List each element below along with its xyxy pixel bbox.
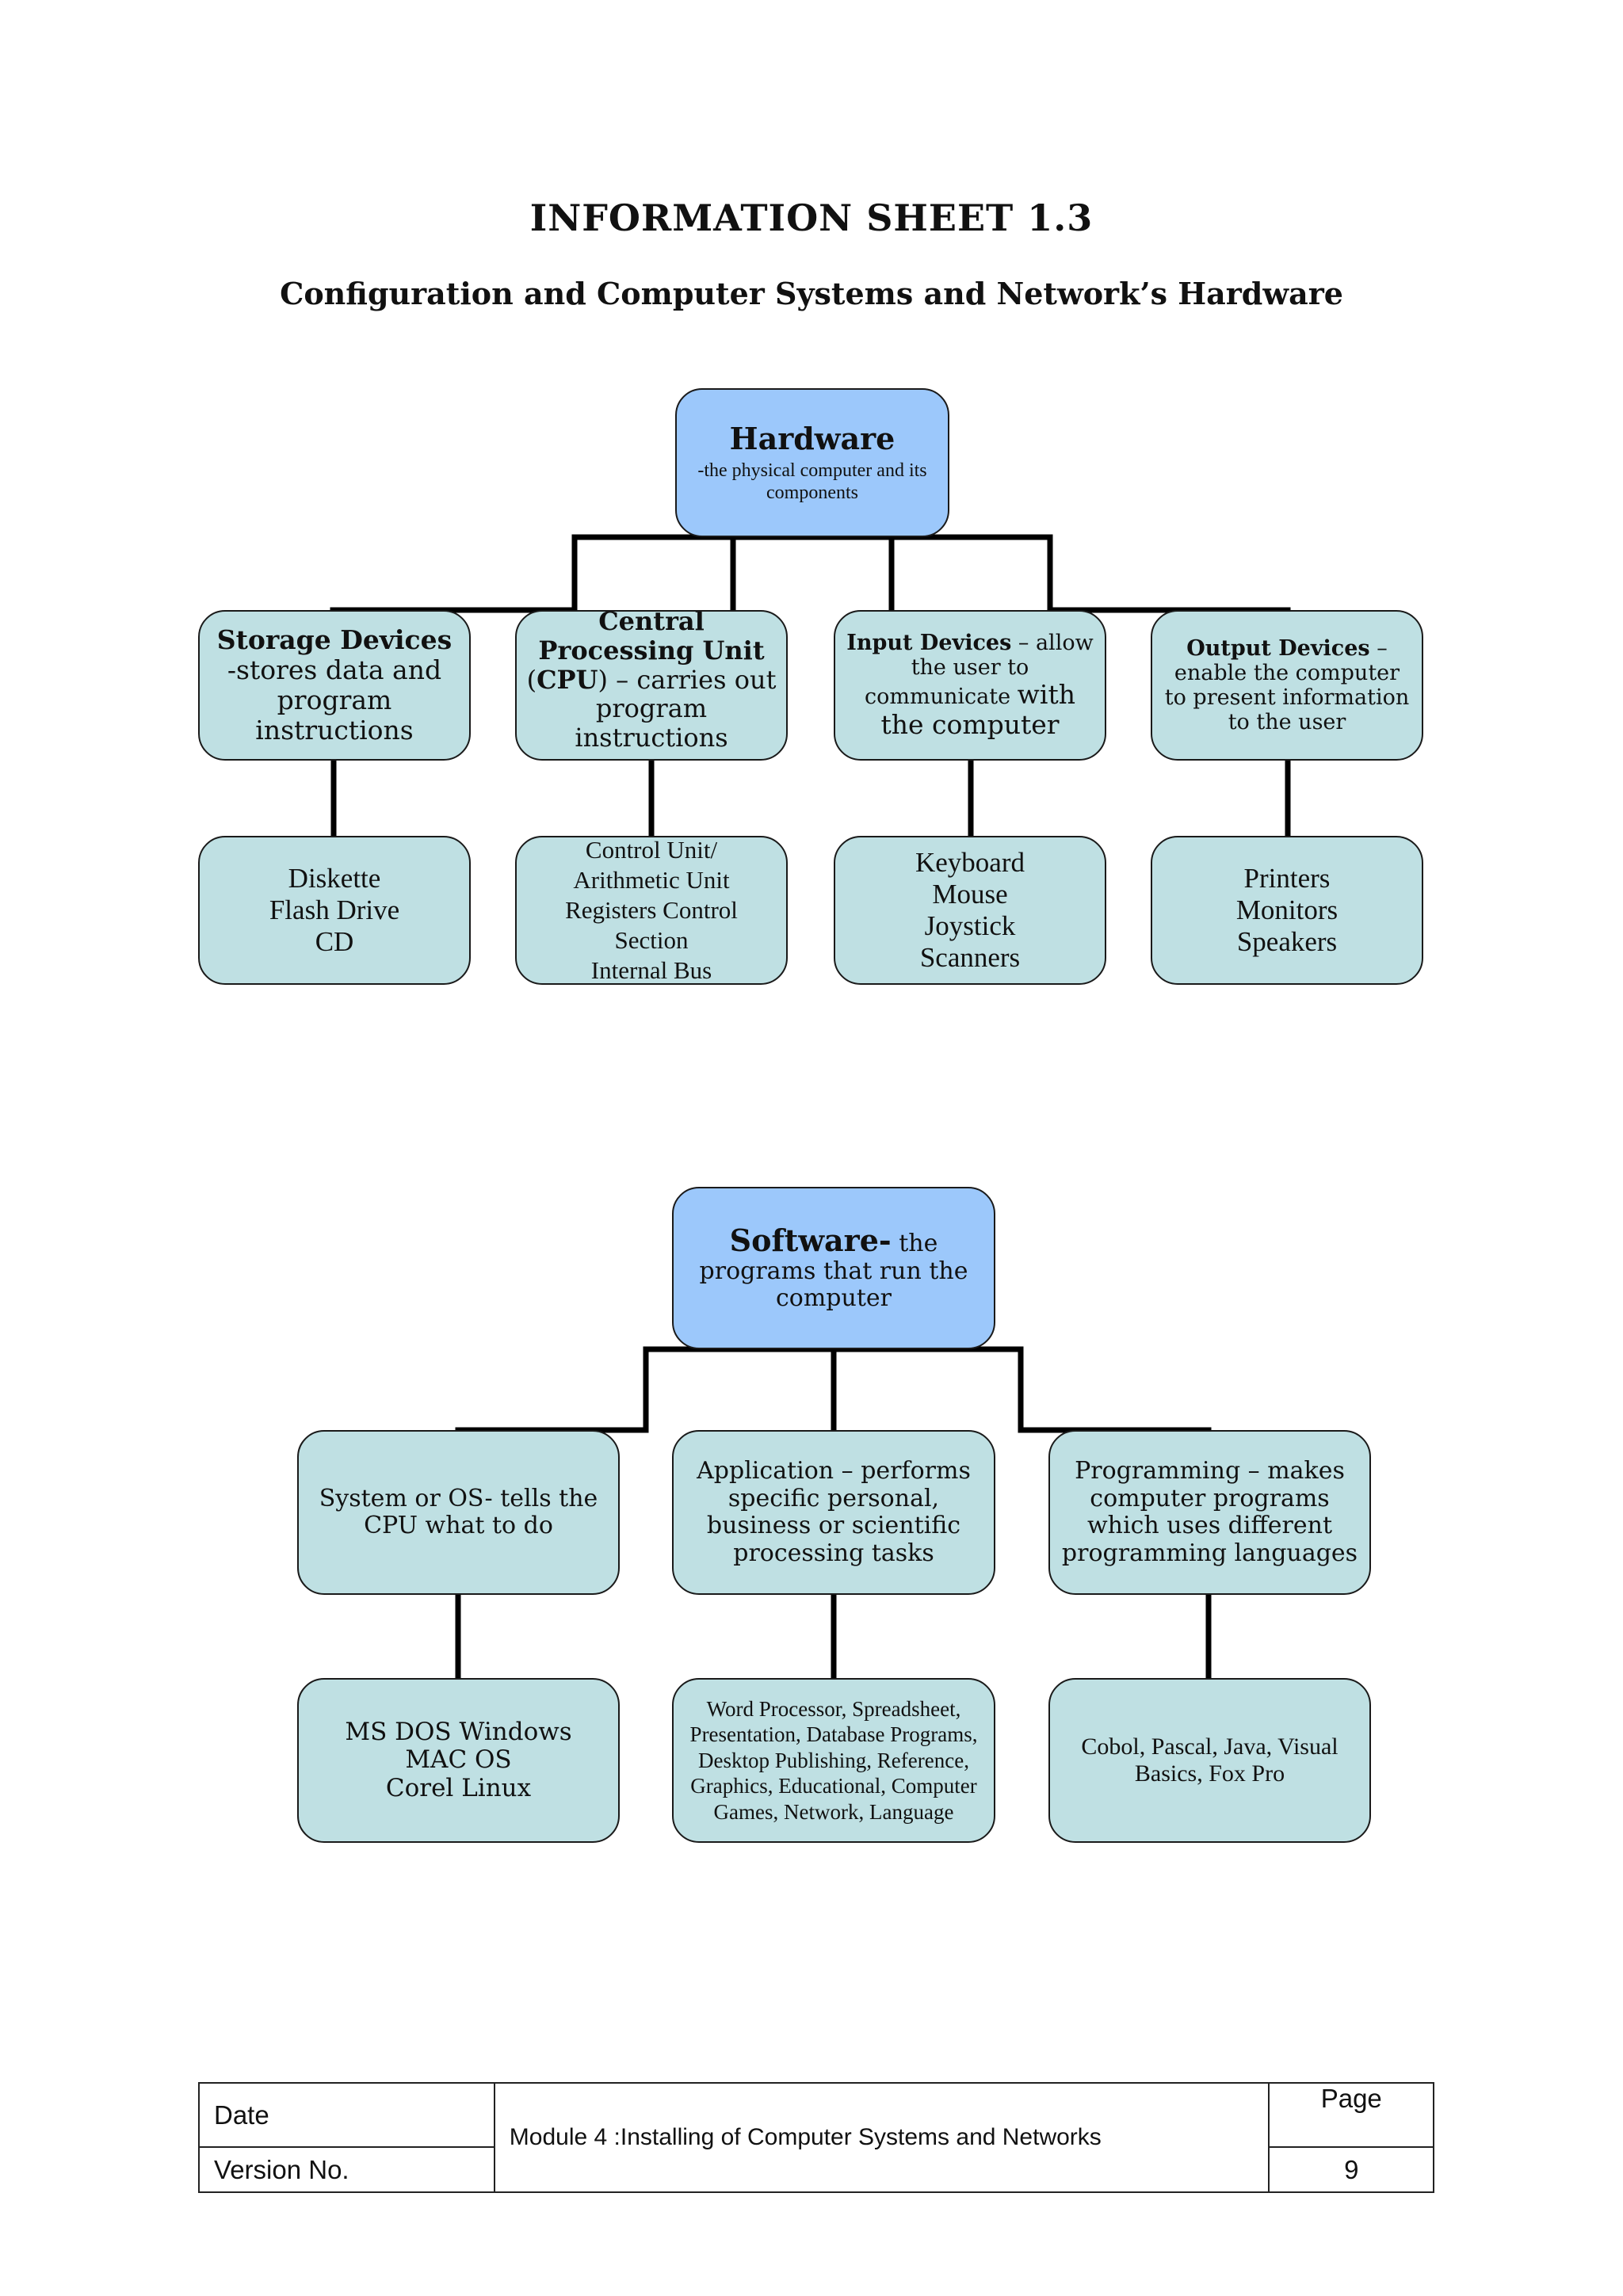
hw-leaf-item: Monitors xyxy=(1235,894,1338,925)
footer-page-number: 9 xyxy=(1268,2146,1434,2193)
hw-leaf-input-examples: Keyboard Mouse Joystick Scanners xyxy=(834,836,1106,985)
hw-leaf-storage-examples: Diskette Flash Drive CD xyxy=(198,836,471,985)
sw-leaf-item: MS DOS Windows xyxy=(345,1717,572,1746)
hw-leaf-item: Diskette xyxy=(288,862,381,894)
sw-category-programming-text: Programming – makes computer programs wh… xyxy=(1061,1457,1358,1567)
hw-leaf-item: Arithmetic Unit xyxy=(573,865,730,894)
sw-leaf-system-examples: MS DOS Windows MAC OS Corel Linux xyxy=(297,1678,620,1843)
hw-leaf-output-examples: Printers Monitors Speakers xyxy=(1151,836,1423,985)
hw-category-input-desc2: with the computer xyxy=(880,679,1075,741)
hw-category-output: Output Devices – enable the computer to … xyxy=(1151,610,1423,761)
hw-category-cpu-abbr: CPU xyxy=(537,664,598,695)
hw-connector-4 xyxy=(1047,534,1291,613)
hw-category-storage-desc: -stores data and program instructions xyxy=(227,654,442,746)
hw-leaf-item: Mouse xyxy=(932,878,1008,910)
hw-leaf-item: Scanners xyxy=(919,942,1021,974)
sw-leaf-item: Corel Linux xyxy=(385,1773,532,1802)
hw-connector-1 xyxy=(330,534,578,613)
hw-leaf-item: Internal Bus xyxy=(590,956,712,985)
software-root-desc: the programs that run the computer xyxy=(699,1230,968,1313)
hw-leaf-item: CD xyxy=(315,926,354,958)
hw-category-input: Input Devices – allow the user to commun… xyxy=(834,610,1106,761)
hw-category-cpu-desc: – carries out program instructions xyxy=(575,664,777,753)
footer-module: Module 4 :Installing of Computer Systems… xyxy=(493,2082,1270,2193)
hw-category-input-title: Input Devices xyxy=(846,631,1012,656)
software-root-node: Software- the programs that run the comp… xyxy=(672,1187,995,1349)
sw-leaf-application-examples: Word Processor, Spreadsheet, Presentatio… xyxy=(672,1678,995,1843)
sw-category-system: System or OS- tells the CPU what to do xyxy=(297,1430,620,1595)
sw-leaf-programming-text: Cobol, Pascal, Java, Visual Basics, Fox … xyxy=(1081,1733,1338,1787)
hw-category-output-desc: – enable the computer to present informa… xyxy=(1164,635,1410,735)
sheet-title: INFORMATION SHEET 1.3 xyxy=(529,196,1094,239)
footer-table: Date Module 4 :Installing of Computer Sy… xyxy=(198,2081,1434,2193)
hw-leaf-item: Control Unit/ xyxy=(585,836,718,864)
hardware-root-title: Hardware xyxy=(729,420,896,456)
hw-category-storage-title: Storage Devices xyxy=(216,624,453,656)
sw-category-programming: Programming – makes computer programs wh… xyxy=(1048,1430,1371,1595)
footer-page-label: Page xyxy=(1268,2081,1434,2149)
sw-leaf-application-text: Word Processor, Spreadsheet, Presentatio… xyxy=(689,1697,978,1824)
hw-category-cpu-title: Central Processing Unit xyxy=(538,610,765,666)
sw-leaf-item: MAC OS xyxy=(405,1745,512,1775)
hw-category-input-desc: – allow the user to communicate xyxy=(865,631,1094,710)
hw-leaf-item: Flash Drive xyxy=(269,894,400,925)
sw-category-system-text: System or OS- tells the CPU what to do xyxy=(319,1484,598,1539)
sw-category-application: Application – performs specific personal… xyxy=(672,1430,995,1595)
hw-category-cpu: Central Processing Unit (CPU) – carries … xyxy=(515,610,788,761)
hw-leaf-item: Section xyxy=(614,926,689,955)
sw-leaf-programming-examples: Cobol, Pascal, Java, Visual Basics, Fox … xyxy=(1048,1678,1371,1843)
hw-leaf-cpu-examples: Control Unit/ Arithmetic Unit Registers … xyxy=(515,836,788,985)
footer-version-label: Version No. xyxy=(198,2146,495,2193)
hw-leaf-item: Keyboard xyxy=(915,846,1025,878)
hw-category-storage: Storage Devices -stores data and program… xyxy=(198,610,471,761)
sw-category-application-text: Application – performs specific personal… xyxy=(697,1457,971,1567)
hardware-root-node: Hardware -the physical computer and its … xyxy=(675,388,949,537)
footer-date-label: Date xyxy=(198,2081,495,2149)
sheet-subtitle: Configuration and Computer Systems and N… xyxy=(280,276,1343,311)
software-root-title: Software- xyxy=(729,1222,892,1259)
hardware-root-desc: -the physical computer and its component… xyxy=(697,460,927,503)
hw-leaf-item: Registers Control xyxy=(565,895,738,924)
hw-leaf-item: Joystick xyxy=(924,910,1016,941)
sw-connector-3 xyxy=(1018,1346,1212,1433)
hw-category-cpu-desc-line: (CPU) – carries out program instructions xyxy=(526,664,777,753)
hw-leaf-item: Printers xyxy=(1243,862,1331,894)
hw-category-output-title: Output Devices xyxy=(1186,635,1370,661)
hw-leaf-item: Speakers xyxy=(1236,926,1338,958)
sw-connector-1 xyxy=(455,1346,649,1433)
